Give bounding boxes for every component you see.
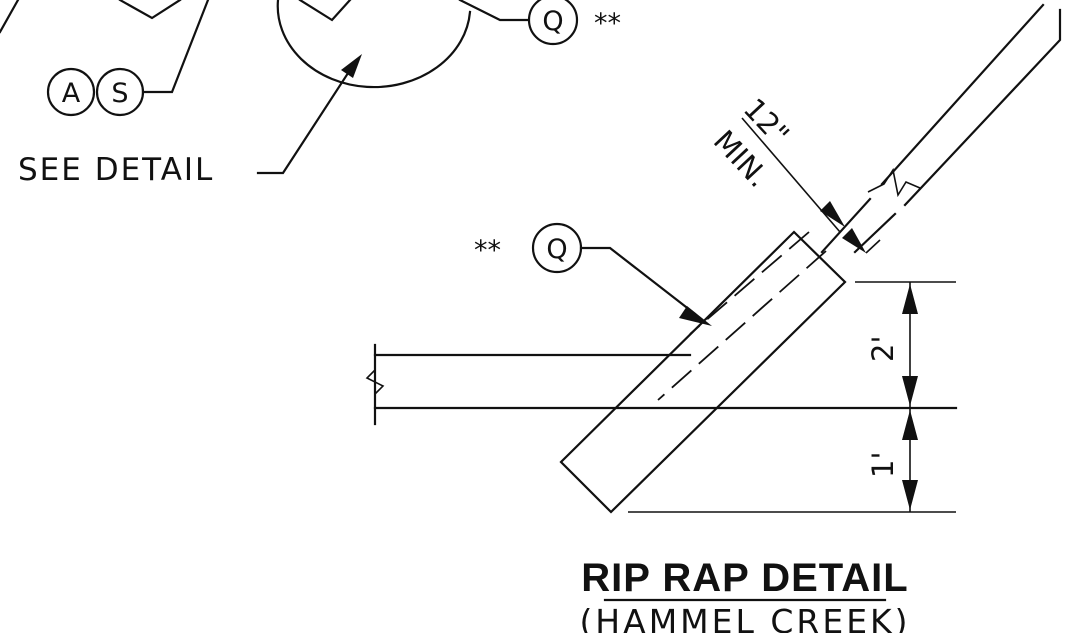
bubble-s-text: S: [111, 78, 128, 109]
bubble-q-mid-text: Q: [546, 234, 567, 265]
stars-top: **: [594, 8, 621, 39]
dim-arrow-mid-up: [902, 376, 918, 406]
chevron-in-circle: [298, 0, 352, 22]
bubble-q-top-text: Q: [542, 6, 563, 37]
slope-upper-left: [880, 3, 1045, 186]
dim-upper-label: 2': [866, 336, 900, 362]
channel-break: [365, 369, 385, 395]
min-ext-line: [865, 239, 881, 254]
bedding-dash-upper: [657, 250, 827, 401]
detail-title: RIP RAP DETAIL: [581, 556, 908, 600]
partial-chevron-left: [0, 0, 182, 34]
min-arrow-lower: [842, 228, 866, 253]
dim-arrow-mid-down: [902, 410, 918, 440]
slope-upper-right: [903, 8, 1062, 207]
detail-circle-arc: [276, 0, 472, 89]
leader-as: [141, 0, 210, 94]
see-detail-arrowhead: [341, 54, 362, 78]
min-arrow-upper: [820, 201, 845, 227]
leader-q-top: [458, 0, 530, 22]
dim-arrow-bottom: [902, 480, 918, 510]
bubble-s-circle: [95, 67, 145, 117]
break-symbol: [867, 167, 921, 198]
dim-lower-label: 1': [866, 452, 900, 478]
bubble-q-top-circle: [527, 0, 579, 46]
dim-arrow-top: [902, 284, 918, 314]
stars-mid: **: [474, 235, 501, 266]
see-detail-label: SEE DETAIL: [18, 152, 214, 188]
detail-subtitle: (HAMMEL CREEK): [579, 602, 910, 633]
rip-rap-block: [559, 230, 847, 514]
bubble-a-circle: [46, 67, 96, 117]
see-detail-leader: [256, 65, 354, 175]
q-mid-leader: [579, 246, 697, 316]
bubble-a-text: A: [62, 78, 81, 109]
q-mid-arrowhead: [679, 306, 712, 326]
slope-lower-left: [820, 197, 872, 254]
bedding-dash-lower: [689, 231, 810, 335]
